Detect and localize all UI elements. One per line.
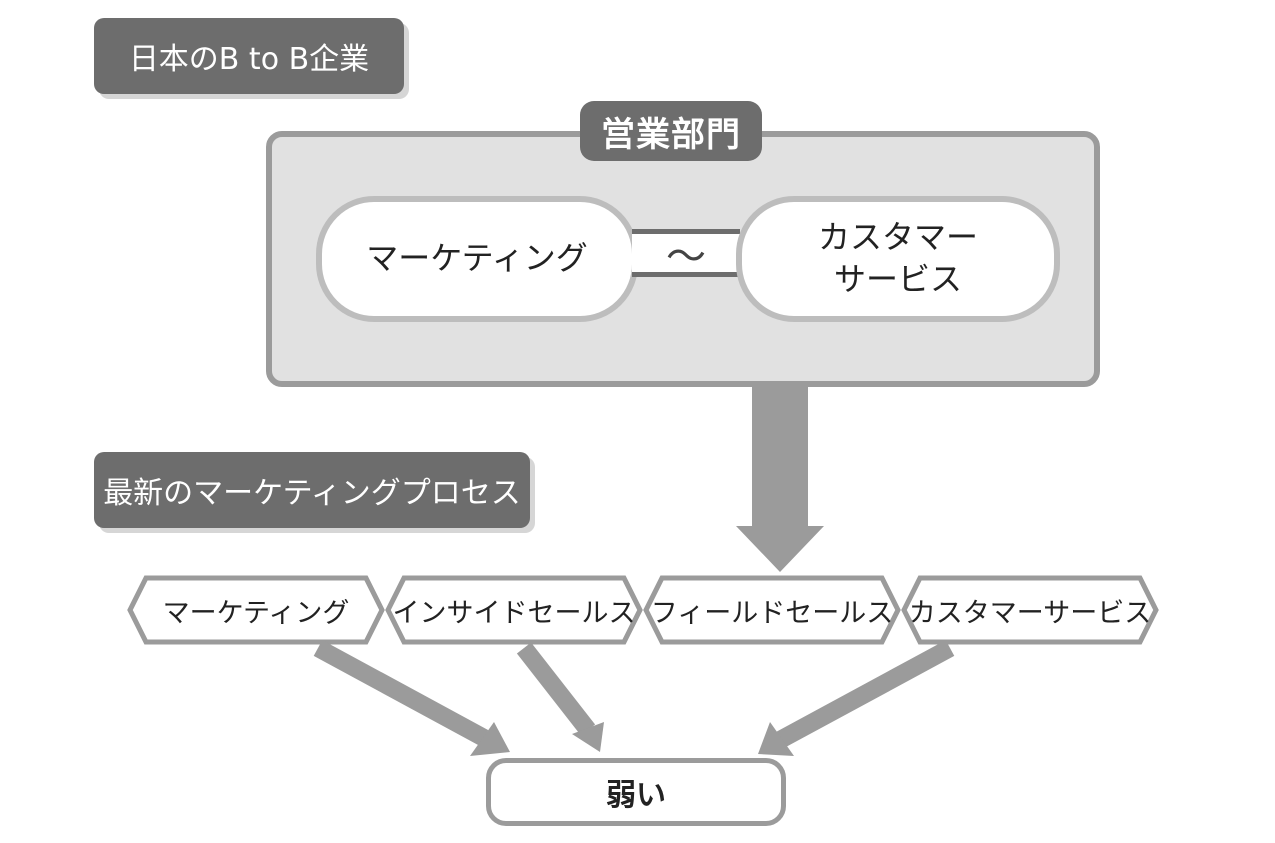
step-inside-sales: インサイドセールス — [392, 597, 636, 629]
down-arrow — [736, 383, 824, 572]
step-customer-service: カスタマーサービス — [908, 597, 1152, 629]
step-hexagon-customer-service — [901, 575, 1159, 645]
marketing-process-label: 最新のマーケティングプロセス — [94, 452, 530, 528]
arrow-customer-service-to-result — [758, 640, 955, 756]
result-weak-box: 弱い — [486, 758, 786, 826]
step-marketing: マーケティング — [162, 597, 350, 629]
sales-department-title: 営業部門 — [580, 101, 762, 161]
customer-service-line1: カスタマー — [817, 218, 978, 257]
step-hexagon-inside-sales — [385, 575, 643, 645]
arrow-marketing-to-result — [313, 640, 510, 756]
customer-service-line2: サービス — [833, 260, 962, 298]
customer-service-box: カスタマー サービス — [736, 196, 1060, 322]
step-hexagon-marketing — [127, 575, 385, 645]
marketing-box: マーケティング — [316, 196, 638, 322]
step-field-sales: フィールドセールス — [650, 597, 894, 629]
arrow-inside-sales-to-result — [516, 642, 604, 752]
japan-btob-label: 日本のB to B企業 — [94, 18, 404, 94]
step-hexagon-field-sales — [643, 575, 901, 645]
wave-connector: 〜 — [632, 229, 740, 280]
